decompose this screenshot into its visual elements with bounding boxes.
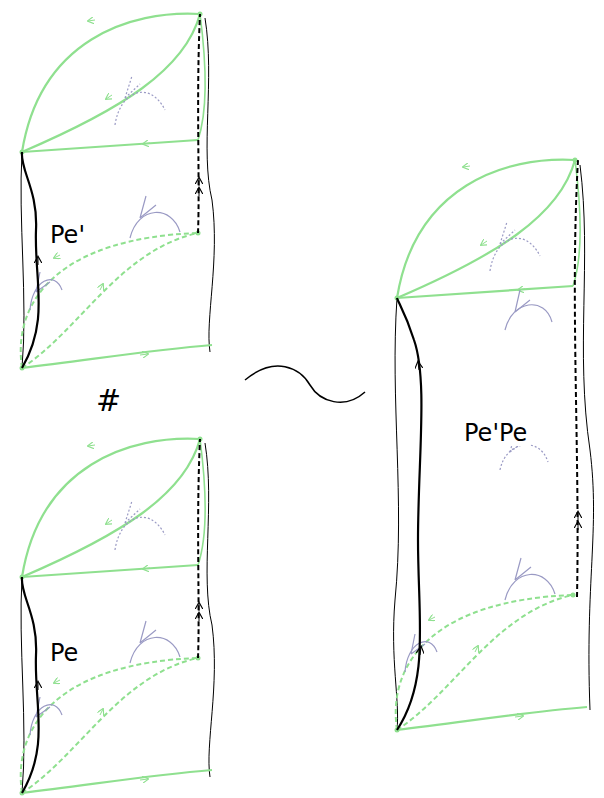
connected-sum-symbol: # [94, 384, 123, 417]
path-label: Pe'Pe [462, 420, 529, 446]
path-label: Pe' [48, 222, 87, 248]
path-label: Pe [48, 640, 80, 666]
